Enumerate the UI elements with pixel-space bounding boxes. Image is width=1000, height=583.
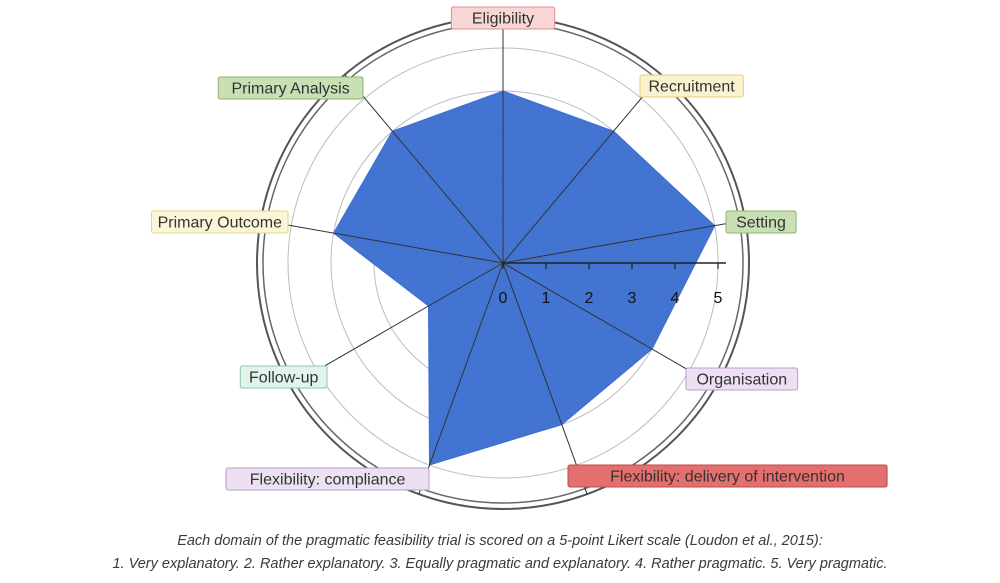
- spoke-4: [502, 262, 717, 387]
- domain-label-4: Organisation: [685, 367, 799, 391]
- value-axis-tick-label-3: 3: [628, 290, 637, 307]
- domain-label-box: [450, 6, 556, 30]
- domain-label-box: [151, 210, 289, 234]
- domain-label-box: [639, 74, 744, 98]
- domain-label-text: Recruitment: [648, 79, 735, 96]
- domain-label-5: Flexibility: delivery of intervention: [567, 464, 888, 488]
- value-axis-tick-label-4: 4: [671, 290, 680, 307]
- value-axis-tick-label-1: 1: [542, 290, 551, 307]
- spoke-3: [502, 219, 746, 264]
- domain-label-text: Flexibility: compliance: [250, 472, 406, 489]
- domain-label-box: [225, 467, 430, 491]
- radar-area: [332, 90, 716, 466]
- domain-label-2: Recruitment: [639, 74, 744, 98]
- radar-area-group: [332, 90, 716, 466]
- domain-label-box: [725, 210, 797, 234]
- caption-line-1: Each domain of the pragmatic feasibility…: [177, 533, 823, 549]
- spoke-2: [502, 74, 662, 264]
- domain-label-box: [685, 367, 799, 391]
- domain-label-8: Primary Outcome: [151, 210, 289, 234]
- radar-domain-labels: EligibilityRecruitmentSettingOrganisatio…: [151, 6, 888, 491]
- spoke-8: [260, 219, 504, 264]
- value-axis-tick-label-5: 5: [714, 290, 723, 307]
- domain-label-text: Follow-up: [249, 370, 318, 387]
- spoke-7: [289, 262, 504, 387]
- radar-ticks: 0 1 2 3 4 5: [499, 262, 726, 307]
- domain-label-9: Primary Analysis: [217, 76, 364, 100]
- spoke-9: [344, 74, 504, 264]
- domain-label-text: Primary Outcome: [158, 215, 283, 232]
- spoke-5: [502, 262, 588, 495]
- domain-label-text: Eligibility: [472, 11, 534, 28]
- value-axis-tick-label-2: 2: [585, 290, 594, 307]
- domain-label-text: Primary Analysis: [231, 81, 349, 98]
- domain-label-1: Eligibility: [450, 6, 556, 30]
- domain-label-3: Setting: [725, 210, 797, 234]
- value-axis-tick-label-0: 0: [499, 290, 508, 307]
- domain-label-6: Flexibility: compliance: [225, 467, 430, 491]
- radar-chart: 0 1 2 3 4 5 EligibilityRecruitmentSettingOrga…: [151, 6, 888, 510]
- spoke-6: [418, 262, 504, 495]
- domain-label-box: [239, 365, 328, 389]
- caption-line-2: 1. Very explanatory. 2. Rather explanato…: [112, 556, 888, 572]
- domain-label-text: Flexibility: delivery of intervention: [610, 469, 845, 486]
- domain-label-box: [217, 76, 364, 100]
- domain-label-text: Setting: [736, 215, 786, 232]
- radar-spokes: [260, 17, 746, 495]
- domain-label-7: Follow-up: [239, 365, 328, 389]
- domain-label-box: [567, 464, 888, 488]
- domain-label-text: Organisation: [696, 372, 787, 389]
